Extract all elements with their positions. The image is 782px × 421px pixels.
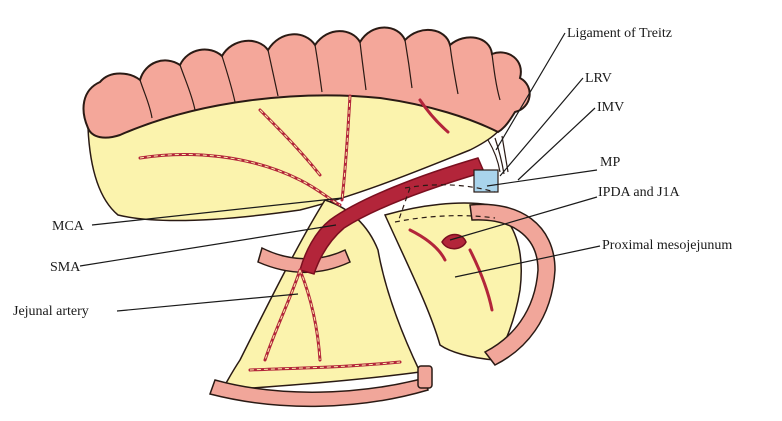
ligament-fibres [488,136,508,174]
label-ligament-of-treitz: Ligament of Treitz [567,26,672,41]
lrv-blue-structure [474,170,498,192]
label-mca: MCA [52,219,85,234]
label-ipda-j1a: IPDA and J1A [598,185,681,200]
bowel-cut-end [418,366,432,388]
label-proximal-mesojejunum: Proximal mesojejunum [602,238,732,253]
label-jejunal-artery: Jejunal artery [13,304,89,319]
label-mp: MP [600,155,620,170]
proximal-mesojejunum-region [385,203,521,360]
label-sma: SMA [50,260,81,275]
label-lrv: LRV [585,71,612,86]
label-imv: IMV [597,100,624,115]
